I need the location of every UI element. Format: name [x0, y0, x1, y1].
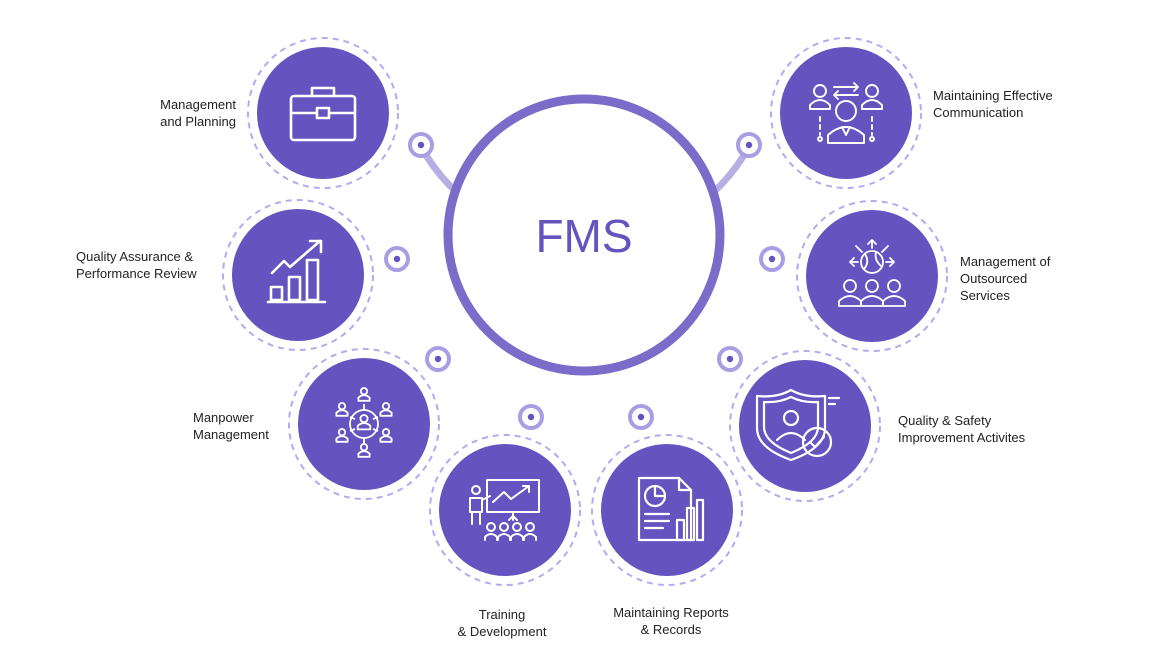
communication-icon: [809, 82, 883, 144]
node-circle: [806, 210, 938, 342]
presentation-board-icon: [469, 479, 540, 541]
node-dashed-ring: [796, 200, 948, 352]
node-outsourced-services: [796, 200, 948, 352]
briefcase-icon: [289, 86, 357, 142]
shield-check-icon: [755, 388, 841, 462]
node-circle: [739, 360, 871, 492]
node-circle: [601, 444, 733, 576]
node-manpower-management: [288, 348, 440, 500]
node-quality-assurance: [222, 199, 374, 351]
connector-dot: [759, 246, 785, 272]
node-circle: [439, 444, 571, 576]
connector-dot: [408, 132, 434, 158]
report-document-icon: [637, 476, 705, 542]
node-dashed-ring: [591, 434, 743, 586]
node-dashed-ring: [222, 199, 374, 351]
connector-dot: [384, 246, 410, 272]
node-training-development: [429, 434, 581, 586]
global-team-icon: [838, 239, 906, 307]
label-training-development: Training& Development: [457, 607, 547, 639]
node-group: [222, 37, 948, 586]
center-title: FMS: [535, 210, 632, 262]
growth-chart-icon: [266, 239, 327, 304]
connector-dots: [384, 132, 785, 430]
connector-dot: [628, 404, 654, 430]
connector-dot: [736, 132, 762, 158]
center-ring: [443, 94, 725, 376]
node-circle: [257, 47, 389, 179]
node-dashed-ring: [729, 350, 881, 502]
node-effective-communication: [770, 37, 922, 189]
node-dashed-ring: [429, 434, 581, 586]
connector-dot: [518, 404, 544, 430]
label-reports-records: Maintaining Reports& Records: [613, 605, 729, 637]
node-dashed-ring: [247, 37, 399, 189]
node-quality-safety: [729, 350, 881, 502]
connector-dot: [425, 346, 451, 372]
node-management-planning: [247, 37, 399, 189]
node-dashed-ring: [288, 348, 440, 500]
node-circle: [780, 47, 912, 179]
node-reports-records: [591, 434, 743, 586]
node-dashed-ring: [770, 37, 922, 189]
connector-dot: [717, 346, 743, 372]
node-circle: [232, 209, 364, 341]
label-quality-assurance: Quality Assurance &Performance Review: [76, 249, 197, 281]
team-network-icon: [335, 387, 393, 458]
